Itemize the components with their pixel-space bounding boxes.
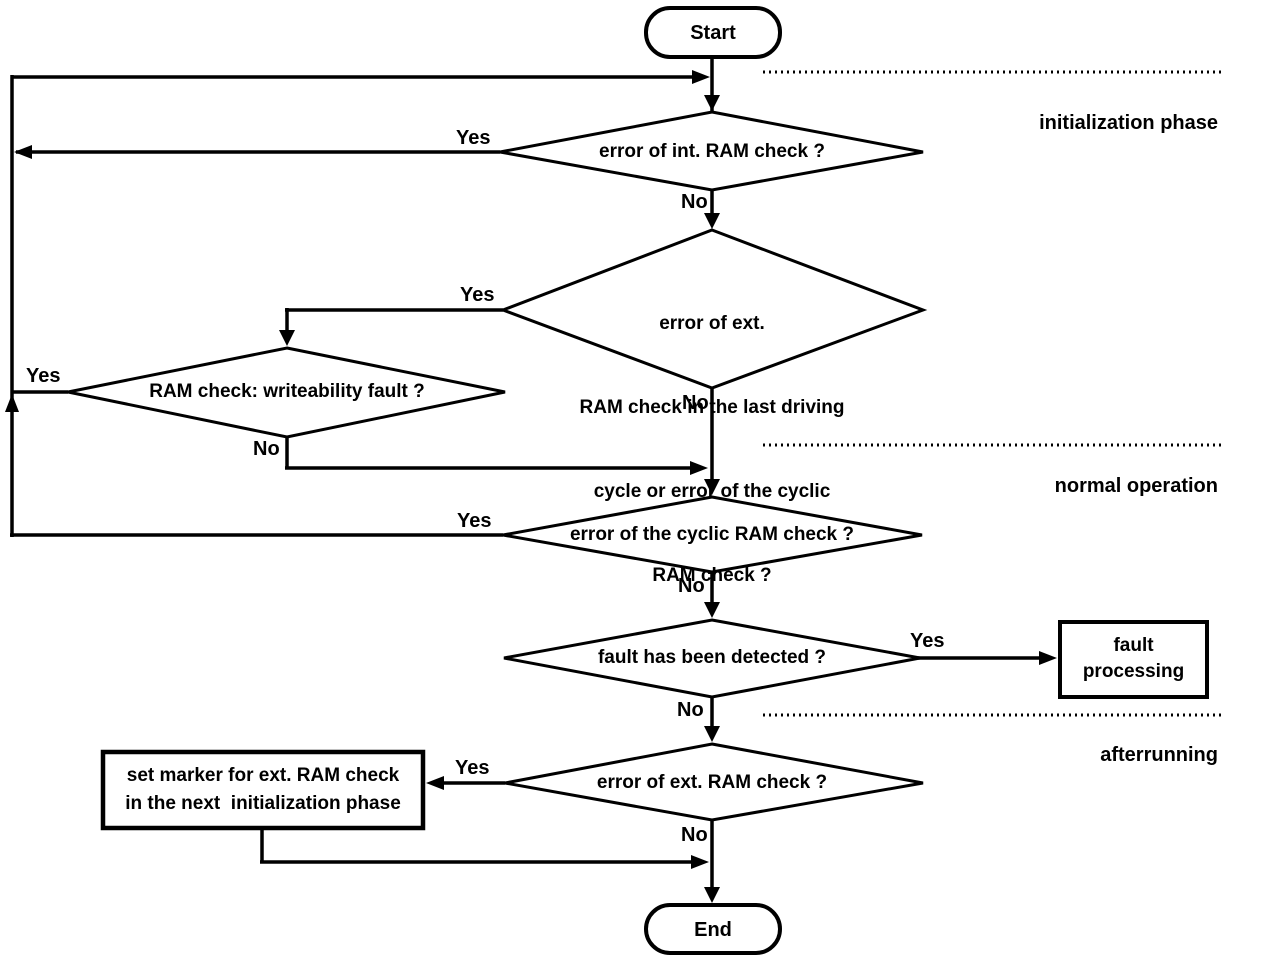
decision-text-line: RAM check ? [652, 565, 772, 586]
branch-no-ext-ram: No [681, 824, 708, 846]
branch-yes-ext-ram-last: Yes [460, 284, 495, 306]
branch-yes-writeability: Yes [26, 365, 61, 387]
process-set-marker: set marker for ext. RAM check in the nex… [103, 762, 423, 818]
decision-int-ram-check: error of int. RAM check ? [599, 141, 825, 162]
branch-yes-cyclic-ram: Yes [457, 510, 492, 532]
process-text-line: fault [1113, 635, 1154, 656]
branch-no-fault-detected: No [677, 699, 704, 721]
process-fault-processing: fault processing [1060, 633, 1207, 685]
decision-fault-detected-shape [503, 618, 921, 699]
process-text-line: processing [1082, 661, 1185, 682]
branch-no-ext-ram-last: No [682, 392, 709, 414]
end-node: End [694, 919, 732, 941]
decision-fault-detected: fault has been detected ? [597, 647, 827, 668]
phase-label-normal-operation: normal operation [1054, 475, 1218, 497]
decision-cyclic-ram-shape [502, 495, 923, 574]
connector-lines [10, 57, 1041, 889]
branch-no-int-ram: No [681, 191, 708, 213]
branch-yes-ext-ram: Yes [455, 757, 490, 779]
phase-label-initialization: initialization phase [1039, 112, 1218, 134]
decision-writeability-fault: RAM check: writeability fault ? [149, 381, 425, 402]
decision-int-ram-shape [499, 110, 924, 192]
branch-yes-int-ram: Yes [456, 127, 491, 149]
start-terminal-shape [644, 6, 782, 59]
decision-cyclic-ram-check: error of the cyclic RAM check ? [569, 524, 855, 545]
branch-no-writeability: No [253, 438, 280, 460]
decision-ext-ram-last-driving-cycle: error of ext. RAM check in the last driv… [502, 254, 922, 646]
phase-label-afterrunning: afterrunning [1100, 744, 1218, 766]
process-fault-processing-shape [1058, 620, 1209, 699]
decision-ext-ram-check: error of ext. RAM check ? [596, 772, 828, 793]
process-text-line: set marker for ext. RAM check [126, 765, 400, 786]
decision-text-line: RAM check in the last driving [579, 397, 845, 418]
arrowheads [5, 70, 1057, 903]
decision-writeability-shape [67, 346, 506, 439]
decision-ext-ram-last-shape [498, 228, 928, 390]
process-set-marker-shape [100, 749, 426, 831]
branch-no-cyclic-ram: No [678, 575, 705, 597]
end-terminal-shape [644, 903, 782, 955]
decision-text-line: cycle or error of the cyclic [593, 481, 831, 502]
decision-text-line: error of ext. [659, 313, 765, 334]
start-node: Start [690, 22, 736, 44]
process-text-line: in the next initialization phase [125, 793, 401, 814]
branch-yes-fault-detected: Yes [910, 630, 945, 652]
decision-ext-ram-shape [504, 742, 924, 822]
